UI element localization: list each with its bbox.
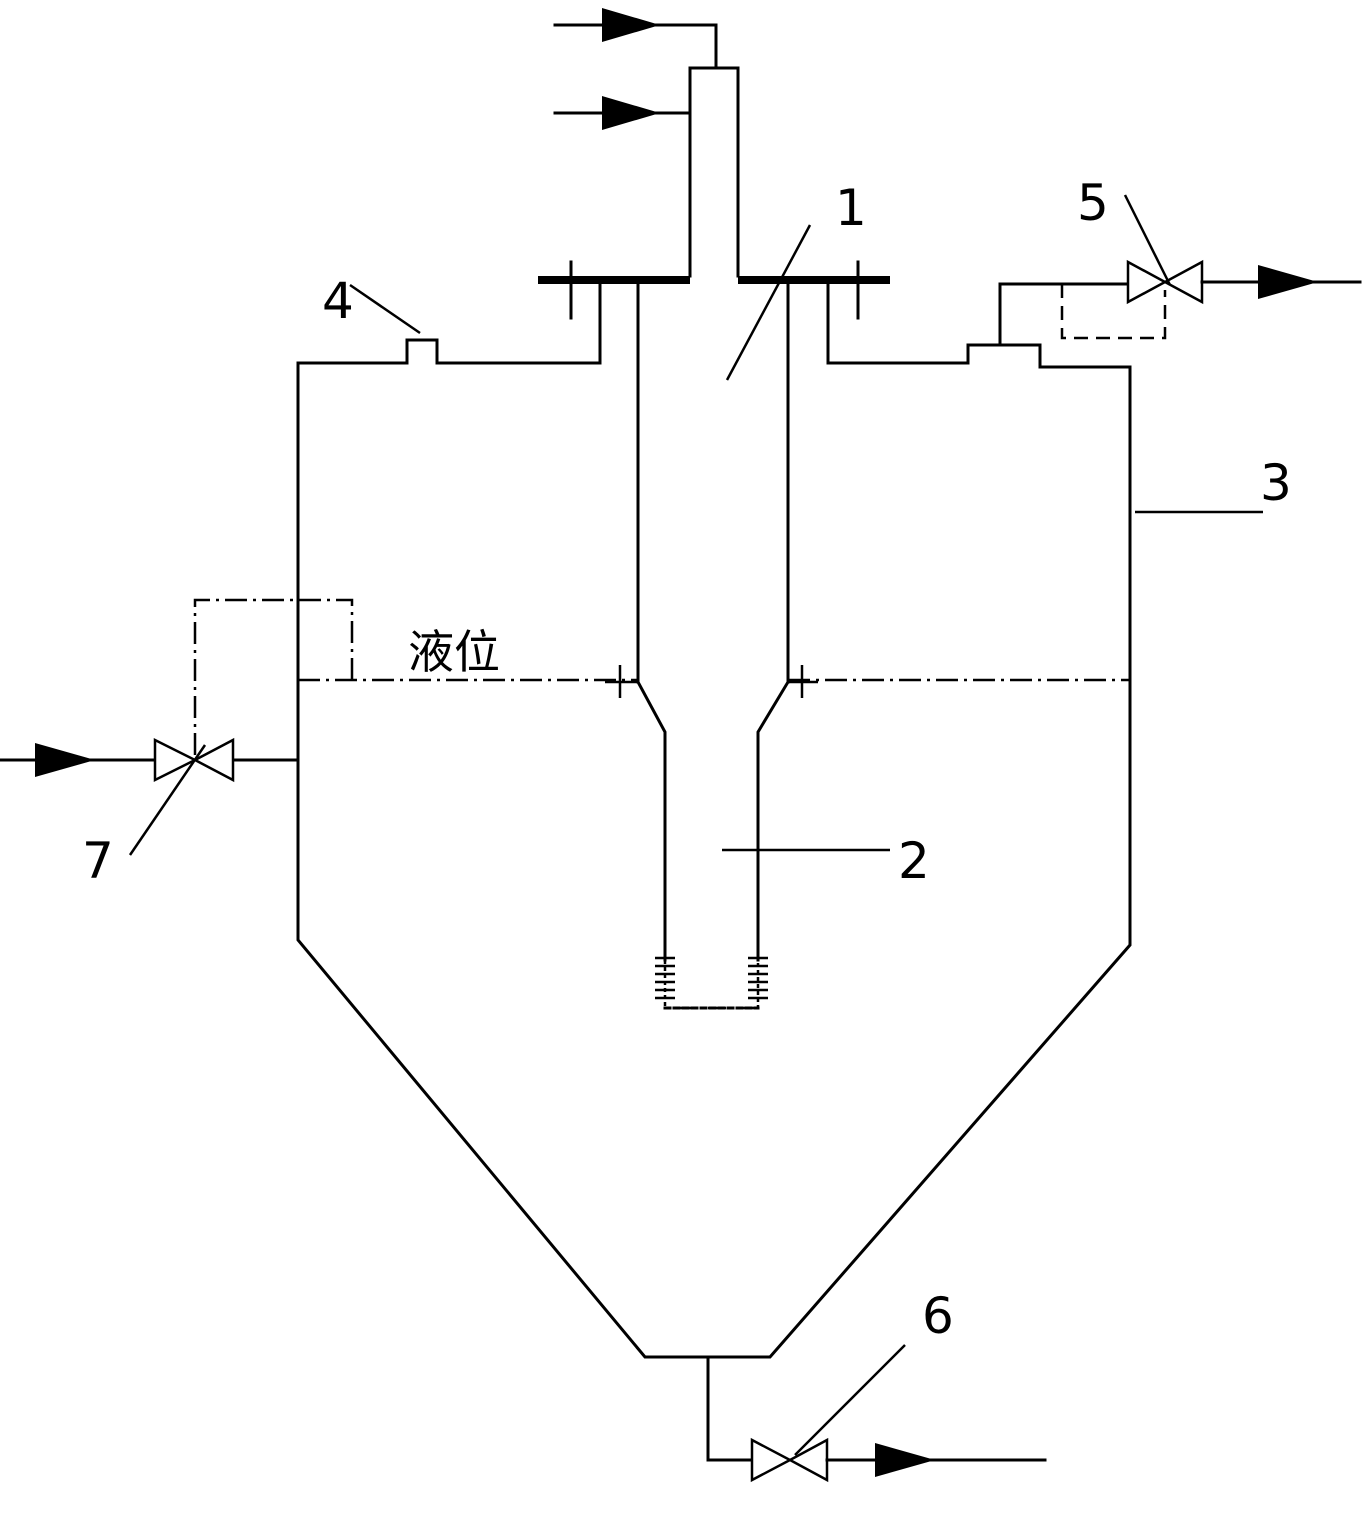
level-control-loop <box>193 598 354 755</box>
valve-7 <box>153 737 198 783</box>
bottom-outlet-arrow <box>875 1443 935 1477</box>
right-outlet-arrow <box>1258 265 1318 299</box>
leader-lines <box>349 224 1263 852</box>
liquid-level-label: 液位 <box>408 625 500 679</box>
perforated-distributor <box>655 956 768 1010</box>
label-4: 4 <box>322 272 354 330</box>
label-2: 2 <box>898 832 930 890</box>
top-inlet-arrow-lower <box>602 96 660 130</box>
feed-tube-upper <box>688 66 740 278</box>
top-flanges <box>538 260 890 320</box>
inner-tube <box>605 282 818 962</box>
label-7: 7 <box>82 832 114 890</box>
label-6: 6 <box>922 1287 954 1345</box>
valve-6 <box>750 1437 793 1483</box>
valve-5-line <box>998 194 1362 347</box>
label-1: 1 <box>835 179 867 237</box>
top-inlet-arrow-upper <box>602 8 660 42</box>
valve-7-line <box>0 737 300 856</box>
valve-5 <box>1126 259 1168 305</box>
label-3: 3 <box>1260 454 1292 512</box>
label-5: 5 <box>1077 174 1109 232</box>
vessel-shell <box>296 282 1132 1359</box>
top-inlet-pipes <box>553 8 718 130</box>
valve-6-line <box>706 1344 1047 1483</box>
left-inlet-arrow <box>35 743 95 777</box>
